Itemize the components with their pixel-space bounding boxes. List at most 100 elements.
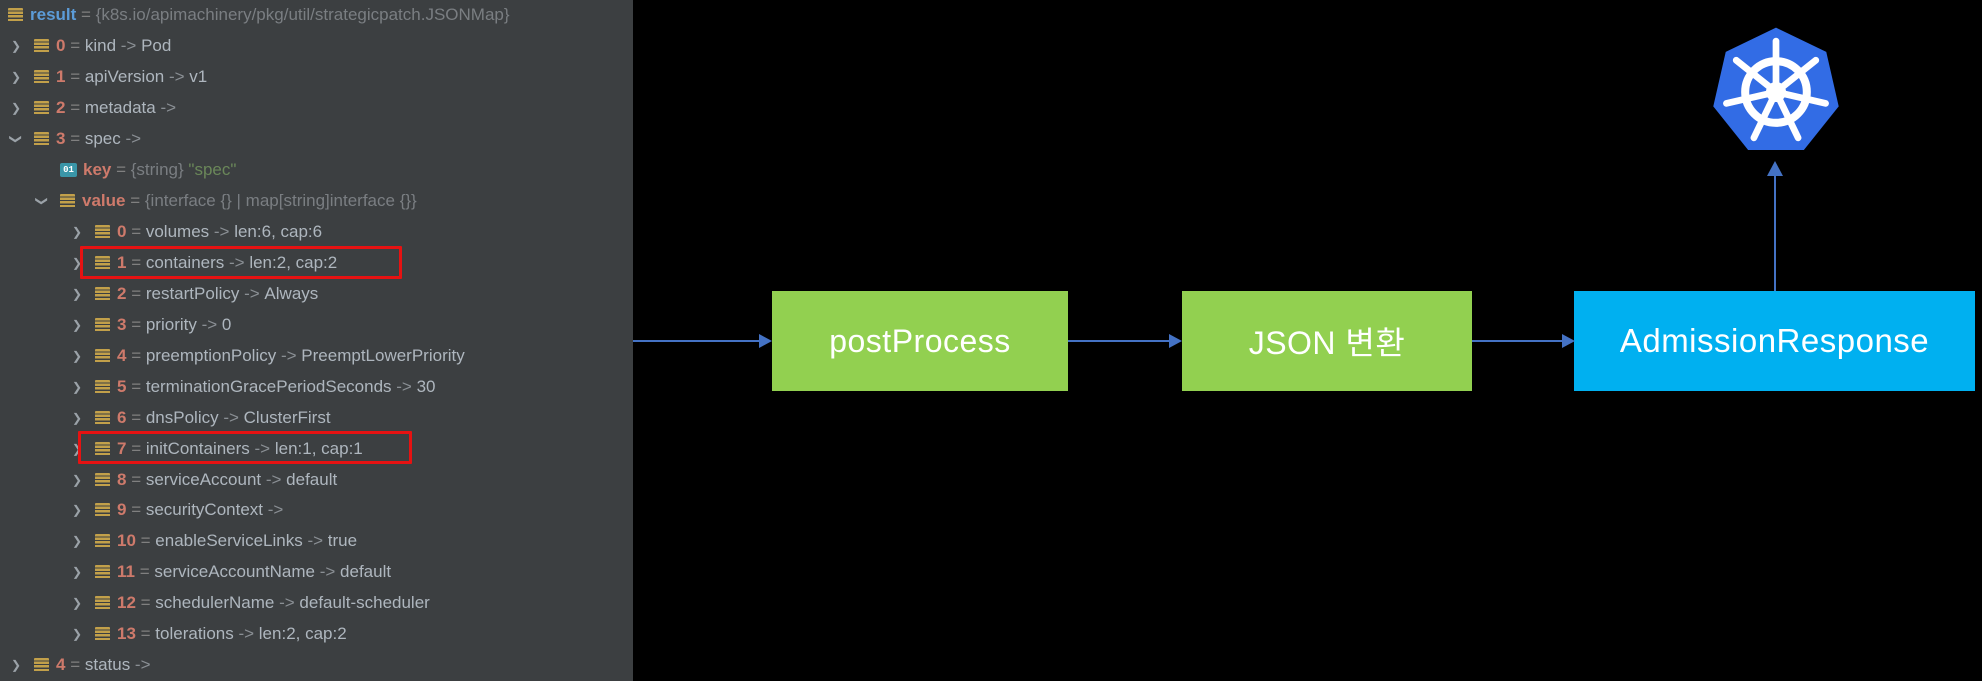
flow-box-postprocess: postProcess xyxy=(772,291,1068,391)
tree-row[interactable]: ❯7 = initContainers -> len:1, cap:1 xyxy=(0,431,633,465)
entry-index: 5 xyxy=(117,376,127,396)
entry-key: serviceAccountName xyxy=(154,562,315,582)
tree-row[interactable]: ❯13 = tolerations -> len:2, cap:2 xyxy=(0,619,633,650)
entry-value: default xyxy=(286,469,338,489)
entry-key: preemptionPolicy xyxy=(145,345,277,365)
arrow-admissionresponse-to-kubernetes xyxy=(1774,176,1776,291)
entry-index: 7 xyxy=(117,438,127,458)
entry-key: terminationGracePeriodSeconds xyxy=(145,376,392,396)
arrow-separator: -> xyxy=(130,655,151,675)
chevron-collapsed-icon[interactable]: ❯ xyxy=(10,101,22,116)
tree-row[interactable]: ❯9 = securityContext -> xyxy=(0,495,633,526)
tree-row[interactable]: ❯value = {interface {} | map[string]inte… xyxy=(0,186,633,217)
entry-key: schedulerName xyxy=(155,593,275,613)
entry-index: 9 xyxy=(117,500,127,520)
entry-key: spec xyxy=(84,129,121,149)
entry-key: volumes xyxy=(145,222,210,242)
arrow-separator: -> xyxy=(302,531,328,551)
type-info: {interface {} | map[string]interface {}} xyxy=(144,191,417,211)
chevron-collapsed-icon[interactable]: ❯ xyxy=(10,39,22,54)
chevron-collapsed-icon[interactable]: ❯ xyxy=(71,596,83,611)
entry-value: 0 xyxy=(221,314,232,334)
kubernetes-logo-icon xyxy=(1713,27,1839,151)
chevron-collapsed-icon[interactable]: ❯ xyxy=(71,348,83,363)
type-info: {string} xyxy=(130,160,184,180)
map-entry-icon xyxy=(95,410,110,425)
chevron-collapsed-icon[interactable]: ❯ xyxy=(71,627,83,642)
chevron-collapsed-icon[interactable]: ❯ xyxy=(71,379,83,394)
arrow-separator: -> xyxy=(233,624,259,644)
chevron-collapsed-icon[interactable]: ❯ xyxy=(71,565,83,580)
chevron-collapsed-icon[interactable]: ❯ xyxy=(71,534,83,549)
tree-row[interactable]: ❯3 = priority -> 0 xyxy=(0,309,633,340)
tree-row[interactable]: ❯2 = metadata -> xyxy=(0,93,633,124)
map-entry-icon xyxy=(95,348,110,363)
tree-row[interactable]: ❯4 = preemptionPolicy -> PreemptLowerPri… xyxy=(0,340,633,371)
arrow-separator: -> xyxy=(209,222,235,242)
tree-row[interactable]: ❯10 = enableServiceLinks -> true xyxy=(0,526,633,557)
equals-sign: = xyxy=(111,160,131,180)
equals-sign: = xyxy=(65,36,85,56)
equals-sign: = xyxy=(126,407,146,427)
entry-key: apiVersion xyxy=(84,67,165,87)
flow-box-label: postProcess xyxy=(829,322,1011,359)
entry-value: default-scheduler xyxy=(299,593,430,613)
tree-row[interactable]: ❯11 = serviceAccountName -> default xyxy=(0,557,633,588)
arrowhead-right-icon xyxy=(1169,334,1182,348)
tree-row[interactable]: ❯5 = terminationGracePeriodSeconds -> 30 xyxy=(0,371,633,402)
entry-value: PreemptLowerPriority xyxy=(301,345,465,365)
arrowhead-up-icon xyxy=(1767,161,1783,176)
map-entry-icon xyxy=(95,627,110,642)
equals-sign: = xyxy=(126,252,146,272)
equals-sign: = xyxy=(134,562,155,582)
primitive-value-icon: 01 xyxy=(60,163,77,178)
tree-row[interactable]: result = {k8s.io/apimachinery/pkg/util/s… xyxy=(0,0,633,31)
chevron-collapsed-icon[interactable]: ❯ xyxy=(71,317,83,332)
equals-sign: = xyxy=(126,345,146,365)
chevron-collapsed-icon[interactable]: ❯ xyxy=(10,70,22,85)
tree-row[interactable]: ❯0 = volumes -> len:6, cap:6 xyxy=(0,217,633,248)
flow-box-label: JSON 변환 xyxy=(1248,325,1406,361)
equals-sign: = xyxy=(135,624,156,644)
entry-index: 6 xyxy=(117,407,127,427)
tree-row[interactable]: ❯3 = spec -> xyxy=(0,124,633,155)
tree-row[interactable]: ❯2 = restartPolicy -> Always xyxy=(0,278,633,309)
map-entry-icon xyxy=(34,70,49,85)
equals-sign: = xyxy=(135,531,156,551)
string-value: "spec" xyxy=(183,160,237,180)
tree-row[interactable]: ❯8 = serviceAccount -> default xyxy=(0,464,633,495)
chevron-collapsed-icon[interactable]: ❯ xyxy=(71,472,83,487)
tree-row[interactable]: ❯1 = containers -> len:2, cap:2 xyxy=(0,245,633,279)
entry-index: 4 xyxy=(117,345,127,365)
entry-value: 30 xyxy=(416,376,436,396)
equals-sign: = xyxy=(126,438,146,458)
equals-sign: = xyxy=(126,314,146,334)
chevron-collapsed-icon[interactable]: ❯ xyxy=(71,441,83,456)
chevron-collapsed-icon[interactable]: ❯ xyxy=(10,658,22,673)
flow-box-label: AdmissionResponse xyxy=(1619,322,1930,359)
debugger-variables-panel: result = {k8s.io/apimachinery/pkg/util/s… xyxy=(0,0,633,681)
arrow-separator: -> xyxy=(249,438,275,458)
flow-box-admissionresponse: AdmissionResponse xyxy=(1574,291,1975,391)
tree-row[interactable]: ❯1 = apiVersion -> v1 xyxy=(0,62,633,93)
chevron-collapsed-icon[interactable]: ❯ xyxy=(71,225,83,240)
tree-row[interactable]: ❯4 = status -> xyxy=(0,650,633,681)
tree-row[interactable]: ❯0 = kind -> Pod xyxy=(0,31,633,62)
chevron-collapsed-icon[interactable]: ❯ xyxy=(71,410,83,425)
chevron-collapsed-icon[interactable]: ❯ xyxy=(71,503,83,518)
entry-value: ClusterFirst xyxy=(243,407,331,427)
arrow-separator: -> xyxy=(391,376,417,396)
entry-index: 1 xyxy=(56,67,66,87)
chevron-expanded-icon[interactable]: ❯ xyxy=(9,134,23,145)
arrow-separator: -> xyxy=(196,314,222,334)
tree-row[interactable]: ❯12 = schedulerName -> default-scheduler xyxy=(0,588,633,619)
equals-sign: = xyxy=(126,500,146,520)
entry-value: len:2, cap:2 xyxy=(249,252,338,272)
chevron-collapsed-icon[interactable]: ❯ xyxy=(71,286,83,301)
tree-row[interactable]: ❯6 = dnsPolicy -> ClusterFirst xyxy=(0,402,633,433)
chevron-expanded-icon[interactable]: ❯ xyxy=(35,196,49,207)
chevron-collapsed-icon[interactable]: ❯ xyxy=(71,255,83,270)
arrow-separator: -> xyxy=(261,469,287,489)
arrowhead-right-icon xyxy=(1562,334,1575,348)
